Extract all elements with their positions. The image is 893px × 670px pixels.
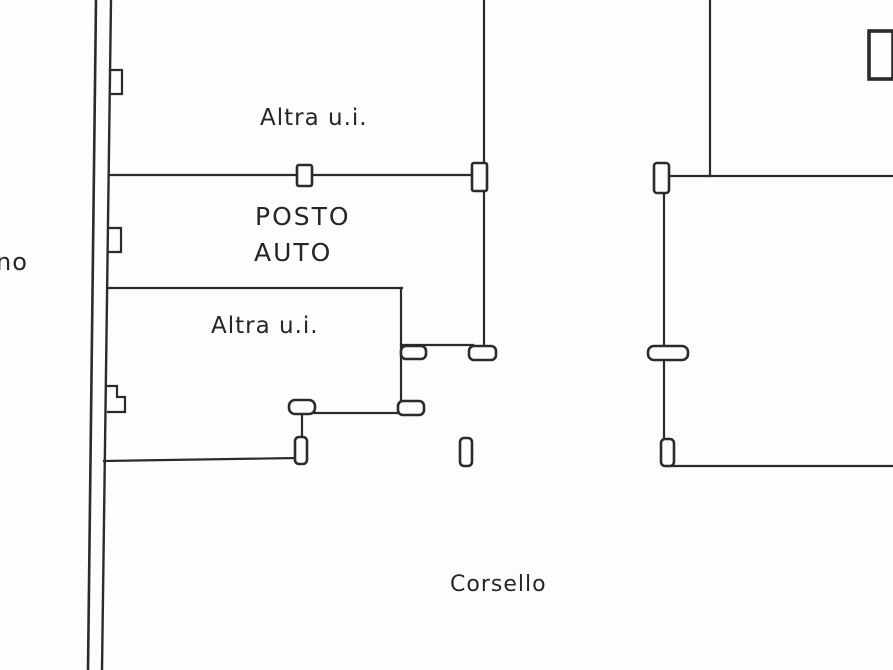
label-driveway-aisle: Corsello — [450, 572, 547, 597]
label-parking-space-line2: AUTO — [254, 238, 333, 267]
lower-boundary-wall-line — [102, 456, 299, 463]
door-jamb-lower-unit-east-right — [467, 344, 498, 362]
wall-pilaster-top — [108, 68, 124, 96]
top-right-shaft-box — [867, 29, 893, 81]
wall-end-cap-lower-left — [293, 435, 309, 466]
door-jamb-lower-unit-south-left — [287, 398, 317, 416]
wall-pilaster-middle — [107, 226, 123, 254]
left-wall-outer-line — [86, 0, 98, 670]
wall-pilaster-lower — [106, 384, 127, 414]
label-unit-lower: Altra u.i. — [211, 313, 319, 339]
door-jamb-right-unit-middle — [646, 344, 690, 362]
free-standing-pier — [458, 436, 474, 468]
door-jamb-right-unit-top — [652, 161, 671, 195]
label-parking-space-line1: POSTO — [255, 202, 351, 231]
door-jamb-parking-right — [470, 161, 489, 193]
door-jamb-lower-unit-east-left — [399, 344, 428, 361]
label-unit-top: Altra u.i. — [260, 105, 368, 131]
door-jamb-lower-unit-south-right — [396, 399, 426, 417]
label-left-edge-fragment: no — [0, 248, 28, 276]
left-wall-inner-line — [100, 0, 113, 670]
door-jamb-parking-left — [295, 163, 314, 188]
wall-end-cap-right-unit — [659, 437, 676, 468]
